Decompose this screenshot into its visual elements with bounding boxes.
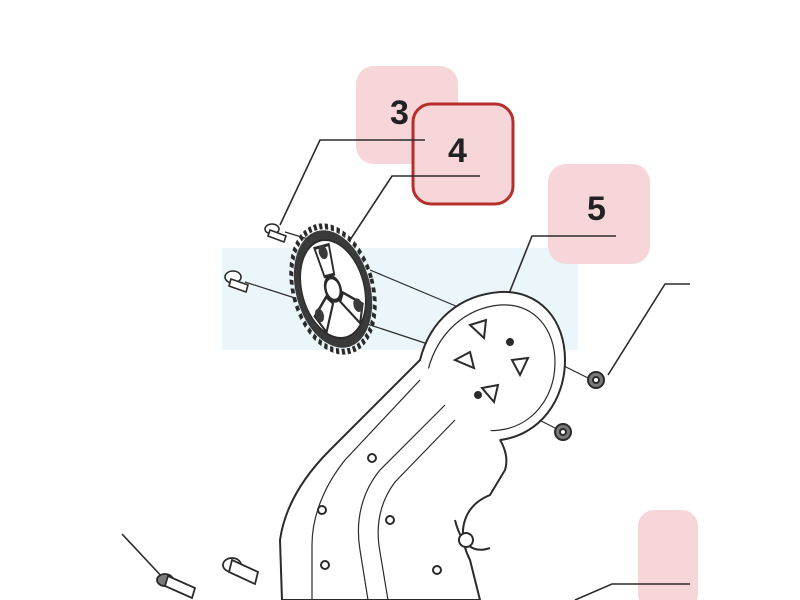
callout-5-badge[interactable] (548, 164, 650, 264)
leader-line-3 (279, 139, 425, 226)
callout-partial-badge (638, 510, 698, 600)
assembly-line-c (369, 269, 471, 313)
assembly-line-a (244, 281, 296, 299)
screw-3-icon (264, 223, 288, 244)
bolt-bottom-icon (222, 557, 260, 586)
sprocket-gear-icon (289, 223, 377, 355)
leader-line-bottom (574, 583, 690, 600)
leader-line-4 (349, 175, 480, 241)
callout-3-label[interactable]: 3 (390, 94, 409, 132)
nut-right-icon (587, 371, 605, 389)
bolt-bottom-left-icon (156, 573, 197, 600)
callout-5-label[interactable]: 5 (587, 190, 606, 228)
leader-line-nut (607, 283, 690, 376)
nut-lower-icon (554, 423, 572, 441)
callout-4-label[interactable]: 4 (448, 132, 467, 170)
leader-line-bottom-left (121, 533, 166, 581)
callout-4-badge-highlighted[interactable] (411, 102, 515, 206)
screw-left-icon (224, 270, 249, 294)
mounting-plate-icon (278, 290, 567, 600)
leader-line-5 (499, 235, 616, 317)
